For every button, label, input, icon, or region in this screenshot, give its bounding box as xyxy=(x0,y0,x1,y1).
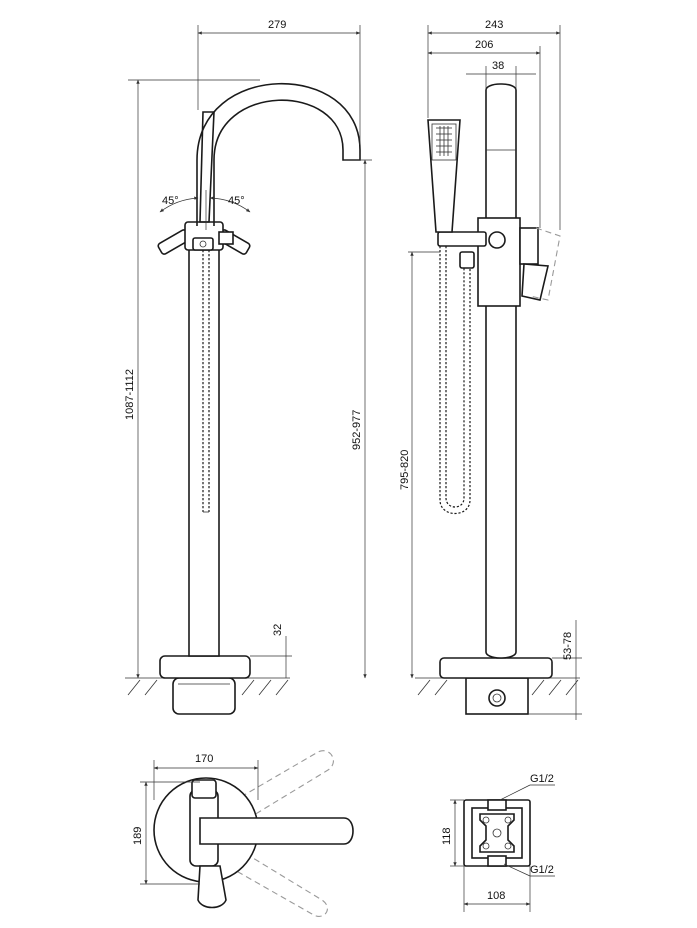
front-floor-hatching xyxy=(127,679,289,696)
front-view: 45° 45° 279 1087-1112 952-977 32 xyxy=(124,19,372,715)
plan-width-label: 170 xyxy=(195,753,213,765)
mounting-box-inlet-bottom-label: G1/2 xyxy=(530,864,554,876)
mounting-box-plate xyxy=(479,813,515,853)
side-base-range-label: 53-78 xyxy=(562,632,574,660)
mounting-box-width-label: 108 xyxy=(487,890,505,902)
front-hand-shower xyxy=(199,111,215,223)
plan-depth-label: 189 xyxy=(132,827,144,845)
mounting-box-view: G1/2 G1/2 118 108 xyxy=(441,773,555,912)
side-lever-ghost xyxy=(529,227,561,301)
front-width-label: 279 xyxy=(268,19,286,31)
mounting-box-height-label: 118 xyxy=(441,827,453,845)
front-spout-height-label: 952-977 xyxy=(351,410,363,450)
side-hand-shower xyxy=(427,119,461,233)
front-base-height-label: 32 xyxy=(272,624,284,636)
mounting-box-center-hole xyxy=(492,828,502,838)
mounting-box-inlet-bottom xyxy=(487,855,507,867)
side-base xyxy=(439,657,553,679)
front-overall-height-label: 1087-1112 xyxy=(124,369,136,420)
front-column xyxy=(188,245,220,657)
front-spout xyxy=(196,82,361,226)
side-lever-depth-label: 206 xyxy=(475,39,493,51)
side-column-label: 38 xyxy=(492,60,504,72)
side-hose xyxy=(439,246,471,514)
front-base xyxy=(159,655,251,679)
side-depth-label: 243 xyxy=(485,19,503,31)
plan-lever-ghost-lower xyxy=(209,837,328,917)
mounting-box-inlet-top-label: G1/2 xyxy=(530,773,554,785)
plan-view: 170 189 xyxy=(132,750,354,917)
side-shower-holder xyxy=(437,231,487,247)
mounting-box-inlet-top xyxy=(487,799,507,811)
side-shower-height-label: 795-820 xyxy=(399,450,411,490)
plan-lever-ghost-upper xyxy=(214,750,334,833)
side-view: 243 206 38 795-820 53-78 xyxy=(399,19,582,720)
side-shower-nozzles xyxy=(436,126,452,156)
mounting-box-screw-1 xyxy=(482,816,490,824)
plan-shower-head xyxy=(197,865,227,909)
front-angle-arc-left xyxy=(159,196,199,213)
front-rough-in-box xyxy=(172,677,236,715)
front-shower-holder xyxy=(192,237,214,251)
side-shower-head xyxy=(431,123,457,161)
side-column xyxy=(485,83,517,659)
mounting-box-screw-3 xyxy=(482,842,490,850)
side-inlet-hole xyxy=(488,689,506,707)
mounting-box-screw-4 xyxy=(504,842,512,850)
mounting-box-screw-2 xyxy=(504,816,512,824)
front-angle-left-label: 45° xyxy=(162,195,179,207)
plan-lever xyxy=(199,817,354,845)
side-lever xyxy=(521,263,549,301)
front-angle-right-label: 45° xyxy=(228,195,245,207)
front-angle-arc-right xyxy=(209,196,251,213)
side-mixer-body xyxy=(477,217,521,307)
